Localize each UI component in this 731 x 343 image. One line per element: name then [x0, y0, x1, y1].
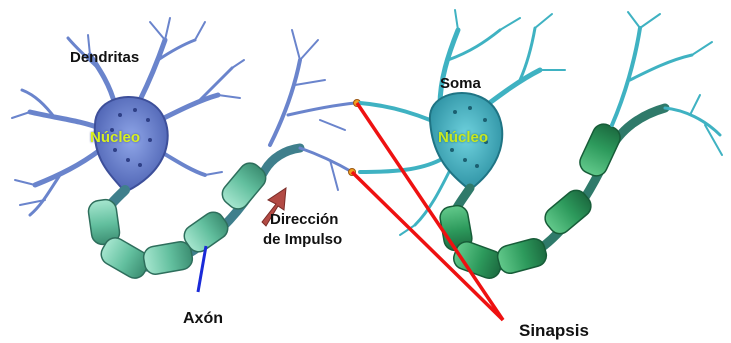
direccion-impulso-line2: de Impulso	[263, 232, 342, 249]
right-axon-terminals	[612, 12, 722, 155]
axon-pointer-line	[198, 246, 206, 292]
right-neuron	[360, 10, 722, 281]
soma-label: Soma	[440, 76, 481, 93]
nucleo-right-label: Núcleo	[438, 130, 488, 147]
axon-label: Axón	[183, 310, 223, 328]
left-axon-terminals	[270, 30, 355, 190]
nucleo-left-label: Núcleo	[90, 130, 140, 147]
sinapsis-label: Sinapsis	[519, 322, 589, 341]
direccion-impulso-line1: Dirección	[270, 212, 338, 229]
dendritas-label: Dendritas	[70, 50, 139, 67]
